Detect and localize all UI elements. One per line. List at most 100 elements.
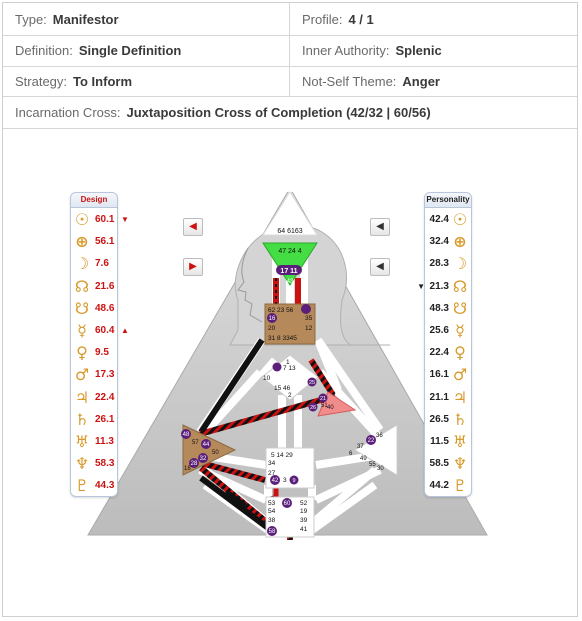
design-gate-value: 44.3 (95, 480, 115, 492)
g-gates-7-13: 7 13 (283, 365, 296, 372)
design-top-left-arrow-button[interactable]: ◀ (183, 218, 203, 236)
throat-gate-16: 16 (269, 316, 276, 322)
personality-row-moon: ☽28.3 (425, 255, 471, 275)
solar-plexus-center (354, 424, 398, 476)
sacral-gate-3: 3 (283, 477, 287, 484)
spleen-gate-28: 28 (191, 461, 198, 467)
channel-25-51 (308, 358, 336, 397)
root-gate-39: 39 (300, 517, 308, 524)
root-gate-41: 41 (300, 526, 308, 533)
root-badge-58 (267, 526, 277, 536)
cross-value: Juxtaposition Cross of Completion (42/32… (126, 104, 431, 120)
root-gate-19: 19 (300, 508, 308, 515)
throat-badge-56 (301, 304, 311, 314)
ajna-gates: 47 24 4 (278, 248, 301, 255)
throat-gates-bottom: 31 8 3345 (268, 335, 297, 342)
north-node-icon: ☊ (74, 276, 90, 296)
throat-badge-16 (267, 313, 277, 323)
strategy-cell: Strategy:To Inform (3, 66, 290, 96)
design-row-mercury: ☿60.4▲ (71, 322, 129, 342)
design-panel-title: Design (71, 193, 117, 208)
design-row-pluto: ♇44.3 (71, 477, 117, 497)
personality-gate-value: 32.4 (429, 236, 449, 248)
mars-icon: ♂ (74, 365, 90, 385)
personality-panel-title: Personality (425, 193, 471, 208)
design-row-venus: ♀9.5 (71, 344, 117, 364)
root-gate-52: 52 (300, 500, 308, 507)
personality-row-pluto: ♇44.2 (425, 477, 471, 497)
info-row-definition: Definition:Single Definition Inner Autho… (3, 35, 577, 67)
spleen-gate-48: 48 (183, 432, 190, 438)
spleen-gate-18: 18 (184, 466, 191, 472)
design-gate-value: 9.5 (95, 347, 109, 359)
personality-gate-value: 21.1 (429, 391, 449, 403)
profile-label: Profile: (302, 11, 343, 27)
personality-top-left-arrow-button[interactable]: ◀ (370, 218, 390, 236)
solar-badge-22 (366, 435, 376, 445)
personality-row-mars: ♂16.1 (425, 366, 471, 386)
throat-gate-35: 35 (305, 315, 313, 322)
info-row-type: Type:Manifestor Profile:4 / 1 (3, 3, 577, 36)
root-badge-60 (282, 498, 292, 508)
personality-row-saturn: ♄26.5 (425, 410, 471, 431)
venus-icon: ♀ (454, 343, 466, 363)
solar-gate-36: 36 (376, 433, 383, 439)
design-gate-value: 26.1 (95, 413, 115, 425)
heart-badge-26 (308, 402, 318, 412)
heart-gate-51: 51 (321, 403, 328, 409)
profile-value: 4 / 1 (348, 11, 374, 27)
personality-row-jupiter: ♃21.1 (425, 387, 471, 409)
earth-icon: ⊕ (75, 232, 89, 252)
personality-gate-value: 58.5 (429, 458, 449, 470)
personality-gate-value: 48.3 (429, 302, 449, 314)
spleen-badge-32 (198, 453, 208, 463)
defined-channels (196, 278, 336, 540)
spleen-badge-28 (189, 458, 199, 468)
saturn-icon: ♄ (74, 409, 90, 429)
design-panel: Design ☉60.1▼⊕56.1☽7.6☊21.6☋48.6☿60.4▲♀9… (70, 192, 129, 497)
personality-row-north-node: ☊21.3▼ (417, 277, 471, 298)
throat-gate-12: 12 (305, 325, 313, 332)
personality-gate-value: 28.3 (429, 258, 449, 270)
personality-gate-value: 26.5 (429, 413, 449, 425)
g-badge-25 (307, 377, 317, 387)
design-gate-value: 48.6 (95, 302, 115, 314)
face-profile (237, 247, 263, 323)
design-bottom-right-arrow-button[interactable]: ▶ (183, 258, 203, 276)
authority-value: Splenic (395, 43, 442, 58)
ajna-center (262, 242, 318, 286)
definition-label: Definition: (15, 43, 73, 58)
head-gates: 64 6163 (277, 228, 302, 235)
sacral-badge-9 (289, 475, 299, 485)
definition-cell: Definition:Single Definition (3, 35, 290, 66)
g-badge-7 (272, 362, 282, 372)
head-center (262, 191, 318, 236)
root-gate-58: 58 (269, 529, 276, 535)
design-gate-value: 22.4 (95, 391, 115, 403)
spleen-gate-57: 57 (192, 440, 199, 446)
design-fixing-marker: ▼ (121, 215, 129, 224)
sacral-gate-42: 42 (272, 478, 279, 484)
throat-gates-top: 62 23 56 (268, 307, 294, 314)
heart-badge-21 (318, 393, 328, 403)
personality-row-sun: ☉42.4 (425, 211, 471, 231)
personality-gate-value: 25.6 (429, 325, 449, 336)
personality-bottom-left-arrow-button[interactable]: ◀ (370, 258, 390, 276)
ajna-activation-badge (276, 265, 302, 275)
channel-18-58 (199, 475, 270, 531)
jupiter-icon: ♃ (452, 387, 468, 407)
personality-gate-value: 42.4 (429, 214, 449, 225)
channel-16-48 (198, 338, 265, 434)
jupiter-icon: ♃ (74, 387, 90, 407)
g-gate-2: 2 (288, 392, 292, 399)
uranus-icon: ♅ (74, 432, 90, 451)
info-row-strategy: Strategy:To Inform Not-Self Theme:Anger (3, 66, 577, 97)
heart-gate-40: 40 (327, 405, 334, 411)
strategy-label: Strategy: (15, 73, 68, 89)
personality-fixing-marker: ▼ (417, 281, 425, 291)
type-label: Type: (15, 11, 47, 27)
notself-label: Not-Self Theme: (302, 73, 397, 89)
design-row-sun: ☉60.1▼ (71, 211, 129, 231)
earth-icon: ⊕ (453, 232, 467, 252)
